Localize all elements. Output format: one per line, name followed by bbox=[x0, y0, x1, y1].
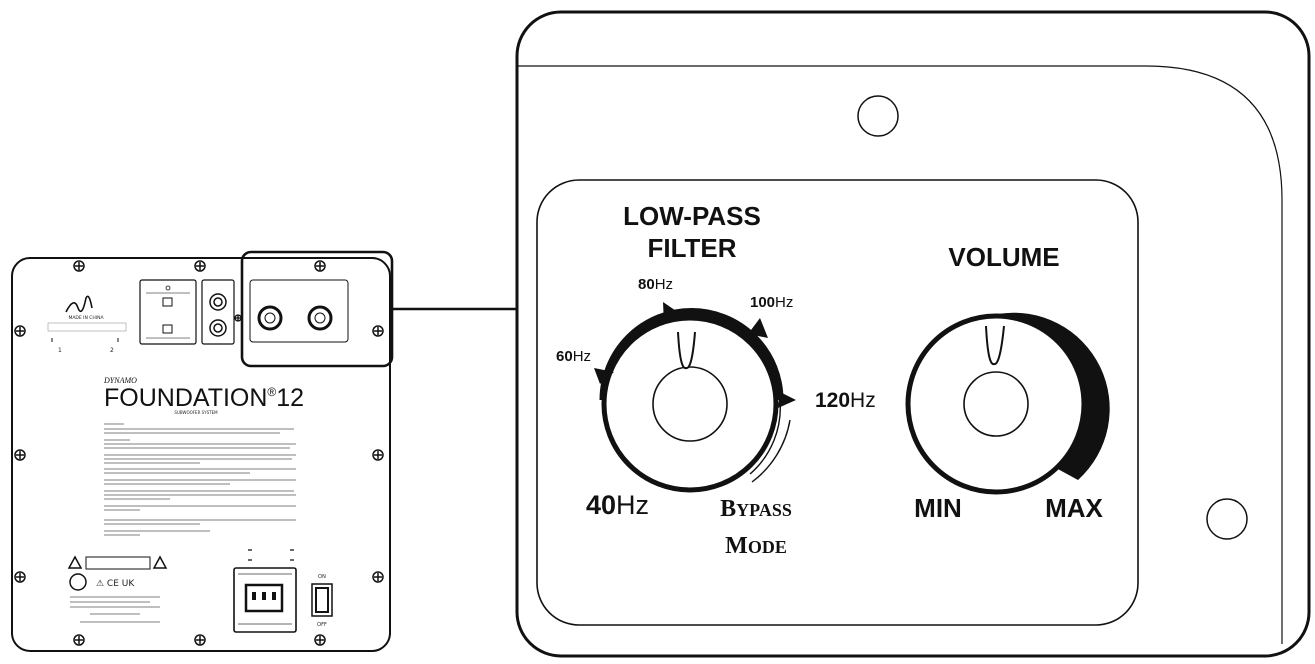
input-bracket bbox=[51, 338, 119, 342]
tick-120hz bbox=[778, 392, 796, 408]
svg-text:⚠ CE UK: ⚠ CE UK bbox=[96, 579, 135, 589]
model-text: FOUNDATION®12 bbox=[104, 384, 304, 412]
volume-knob-cap bbox=[963, 371, 1029, 437]
freq-label-60hz: 60Hz bbox=[556, 348, 591, 365]
volume-scale-wedge bbox=[998, 312, 1110, 480]
tick-80hz bbox=[663, 302, 682, 324]
mount-hole-top bbox=[857, 95, 899, 137]
power-mode-box bbox=[139, 279, 197, 345]
svg-text:OFF: OFF bbox=[317, 622, 327, 628]
bypass-zone-arc bbox=[749, 399, 782, 475]
warning-label bbox=[67, 555, 168, 570]
lowpass-title-line2: FILTER bbox=[647, 233, 736, 263]
freq-label-100hz: 100Hz bbox=[750, 294, 793, 311]
origin-text: MADE IN CHINA bbox=[68, 315, 104, 321]
lowpass-pointer bbox=[677, 331, 696, 369]
rca-jack-icon bbox=[209, 293, 227, 311]
screw-icon bbox=[73, 260, 85, 272]
zoomed-control-panel: LOW-PASS FILTER 40Hz 60Hz 80Hz 100Hz 120… bbox=[515, 10, 1311, 658]
panel-screws bbox=[14, 260, 384, 646]
power-switch-icon: ON OFF bbox=[311, 574, 333, 628]
volume-max-label: MAX bbox=[1045, 493, 1103, 523]
power-inlet-area bbox=[233, 549, 297, 633]
tick-60hz bbox=[594, 368, 614, 384]
lowpass-knob-mini bbox=[257, 305, 283, 331]
tagline-text: SUBWOOFER SYSTEM bbox=[174, 410, 218, 415]
input-label-1: 1 bbox=[58, 347, 62, 354]
panel-edge-curve bbox=[517, 65, 1283, 644]
control-plate bbox=[536, 179, 1139, 626]
screw-icon bbox=[234, 314, 242, 322]
lowpass-knob bbox=[594, 302, 796, 493]
screw-icon bbox=[372, 325, 384, 337]
screw-icon bbox=[194, 260, 206, 272]
screw-icon bbox=[194, 634, 206, 646]
rca-jack-icon bbox=[209, 319, 227, 337]
certification-marks: ⚠ CE UK bbox=[69, 573, 160, 623]
screw-icon bbox=[14, 325, 26, 337]
rear-panel-overview: MADE IN CHINA 1 2 bbox=[11, 250, 394, 652]
brand-text: DYNAMO bbox=[103, 376, 137, 385]
mount-hole-right bbox=[1206, 498, 1248, 540]
volume-pointer bbox=[985, 325, 1005, 365]
brand-signature-icon bbox=[65, 295, 93, 313]
screw-icon bbox=[372, 571, 384, 583]
freq-label-80hz: 80Hz bbox=[638, 276, 673, 293]
volume-title: VOLUME bbox=[948, 242, 1059, 272]
bypass-mode-line1: BYPASS bbox=[720, 496, 792, 522]
tick-100hz bbox=[748, 318, 768, 338]
freq-label-40hz: 40Hz bbox=[586, 490, 649, 520]
screw-icon bbox=[314, 634, 326, 646]
screw-icon bbox=[14, 449, 26, 461]
screw-icon bbox=[372, 449, 384, 461]
screw-icon bbox=[314, 260, 326, 272]
bypass-mode-line2: MODE bbox=[725, 533, 787, 559]
warning-fine-print bbox=[104, 423, 296, 536]
fine-print-block bbox=[47, 322, 127, 332]
input-jacks-box bbox=[201, 279, 235, 345]
bypass-zone-inner bbox=[751, 419, 791, 483]
svg-text:ON: ON bbox=[318, 574, 326, 580]
screw-icon bbox=[73, 634, 85, 646]
volume-min-label: MIN bbox=[914, 493, 962, 523]
volume-knob bbox=[905, 312, 1110, 495]
input-label-2: 2 bbox=[110, 347, 114, 354]
screw-icon bbox=[14, 571, 26, 583]
volume-knob-mini bbox=[307, 305, 333, 331]
lowpass-title-line1: LOW-PASS bbox=[623, 201, 761, 231]
lowpass-knob-cap bbox=[652, 366, 728, 442]
freq-label-120hz: 120Hz bbox=[815, 389, 876, 412]
